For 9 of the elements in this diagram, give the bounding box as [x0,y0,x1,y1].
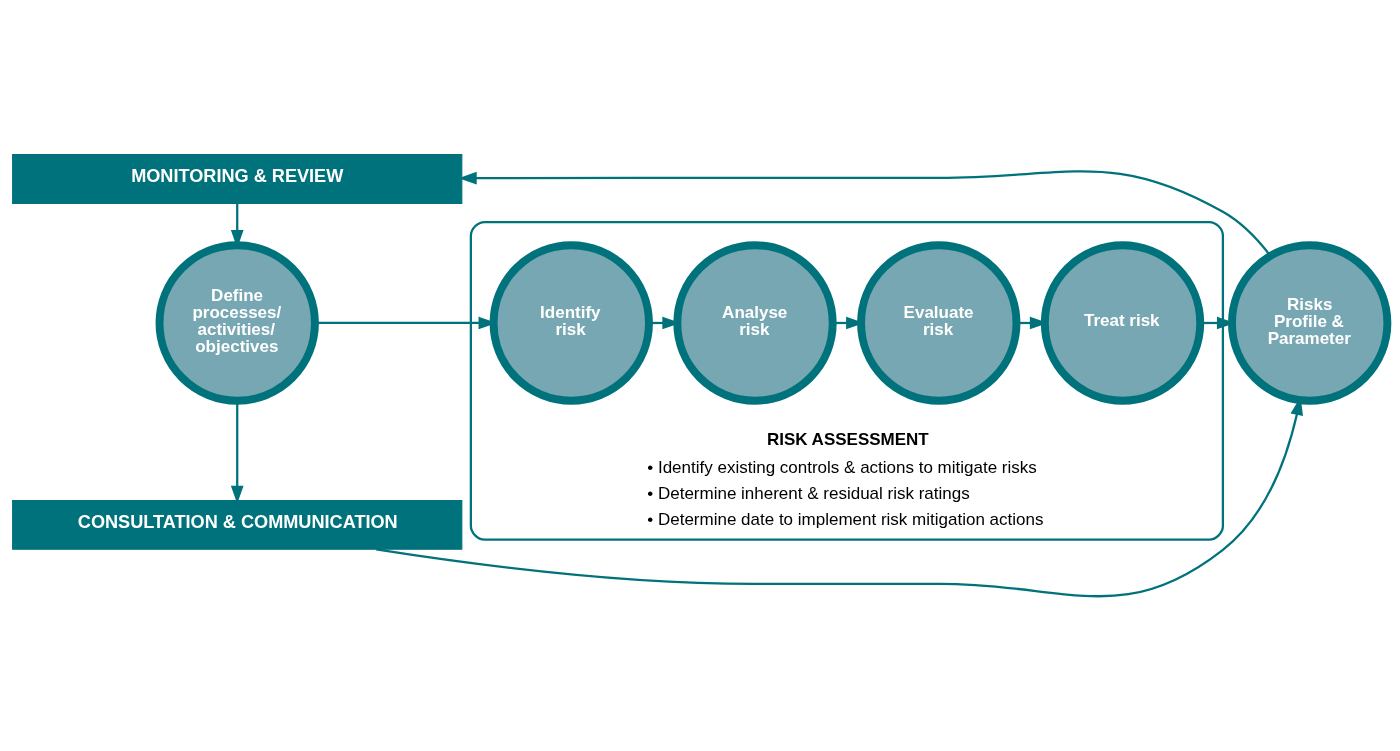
node-circle: Evaluate risk [857,241,1021,405]
node-box: MONITORING & REVIEW [12,153,463,204]
node-circle: Risks Profile & Parameter [1228,241,1392,405]
node-circle: Analyse risk [673,241,837,405]
node-box: CONSULTATION & COMMUNICATION [12,499,463,550]
node-circle: Identify risk [489,241,653,405]
node-circle: Define processes/ activities/ objectives [155,241,319,405]
arrow [458,170,1272,257]
node-circle: Treat risk [1040,241,1205,405]
